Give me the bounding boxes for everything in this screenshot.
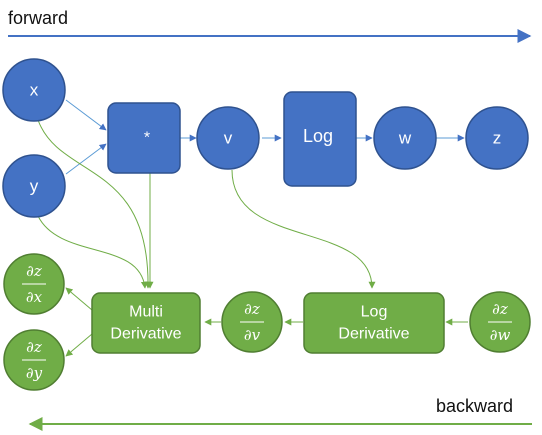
partial-dz-dw: ∂z ∂w: [469, 291, 531, 353]
edge-x-to-multi-derivative: [37, 119, 152, 289]
node-log-derivative: Log Derivative: [303, 292, 445, 354]
edge-multi-derivative-to-dzdy: [65, 333, 93, 357]
edge-x-to-multiply: [65, 99, 107, 131]
multi-derivative-line1: Multi: [129, 304, 163, 321]
edge-y-to-multiply: [65, 143, 107, 175]
node-log-label: Log: [303, 126, 333, 146]
multi-derivative-line2: Derivative: [110, 326, 181, 343]
node-z: z: [465, 106, 529, 170]
node-log: Log: [283, 91, 357, 187]
dz-dv-numerator: ∂z: [244, 300, 260, 318]
backward-edges: [37, 119, 468, 357]
node-multiply: *: [107, 102, 181, 174]
edge-v-to-log-derivative: [231, 169, 376, 289]
dz-dy-numerator: ∂z: [26, 338, 42, 356]
dz-dw-numerator: ∂z: [492, 300, 508, 318]
edge-multi-derivative-to-dzdx: [65, 287, 93, 311]
node-v-label: v: [224, 129, 233, 148]
dz-dv-denominator: ∂v: [244, 326, 261, 344]
forward-edges: [65, 99, 465, 175]
node-x: x: [2, 58, 66, 122]
node-multiply-label: *: [144, 130, 150, 147]
dz-dx-denominator: ∂x: [26, 288, 43, 306]
dz-dy-denominator: ∂y: [26, 364, 43, 382]
partial-dz-dy: ∂z ∂y: [3, 329, 65, 391]
edge-y-to-multi-derivative: [37, 215, 148, 289]
partial-dz-dv: ∂z ∂v: [221, 291, 283, 353]
backward-label: backward: [436, 396, 513, 416]
dz-dw-denominator: ∂w: [490, 326, 511, 344]
partial-dz-dx: ∂z ∂x: [3, 253, 65, 315]
node-z-label: z: [493, 129, 502, 148]
node-w: w: [373, 106, 437, 170]
node-multi-derivative: Multi Derivative: [91, 292, 201, 354]
dz-dx-numerator: ∂z: [26, 262, 42, 280]
node-x-label: x: [30, 81, 39, 100]
node-y-label: y: [30, 177, 39, 196]
node-w-label: w: [398, 129, 412, 148]
log-derivative-line1: Log: [361, 304, 388, 321]
log-derivative-line2: Derivative: [338, 326, 409, 343]
node-v: v: [196, 106, 260, 170]
node-y: y: [2, 154, 66, 218]
forward-label: forward: [8, 8, 68, 28]
